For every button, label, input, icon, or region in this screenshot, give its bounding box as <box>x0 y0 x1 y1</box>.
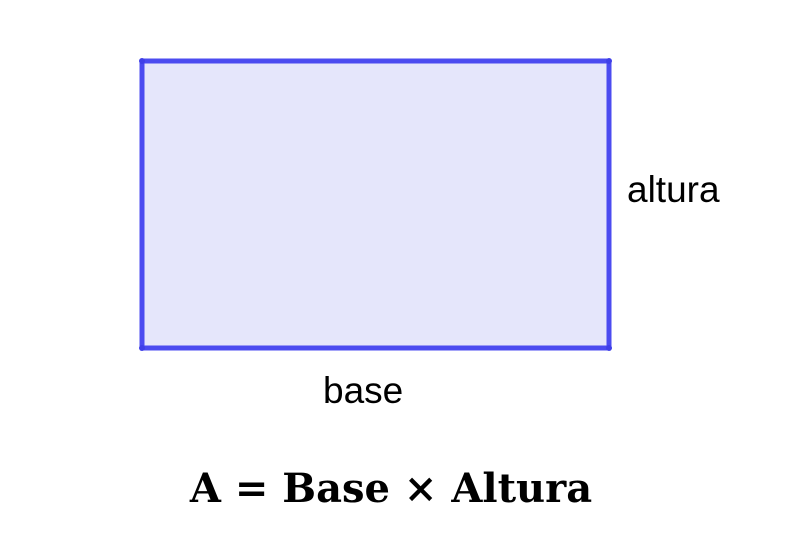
rectangle-fill <box>142 61 609 348</box>
area-formula: A = Base × Altura <box>189 465 593 512</box>
height-label: altura <box>627 169 720 210</box>
vertex-top-left <box>139 58 145 64</box>
base-label: base <box>323 370 404 411</box>
vertex-bottom-right <box>606 345 612 351</box>
vertex-top-right <box>606 58 612 64</box>
vertex-bottom-left <box>139 345 145 351</box>
